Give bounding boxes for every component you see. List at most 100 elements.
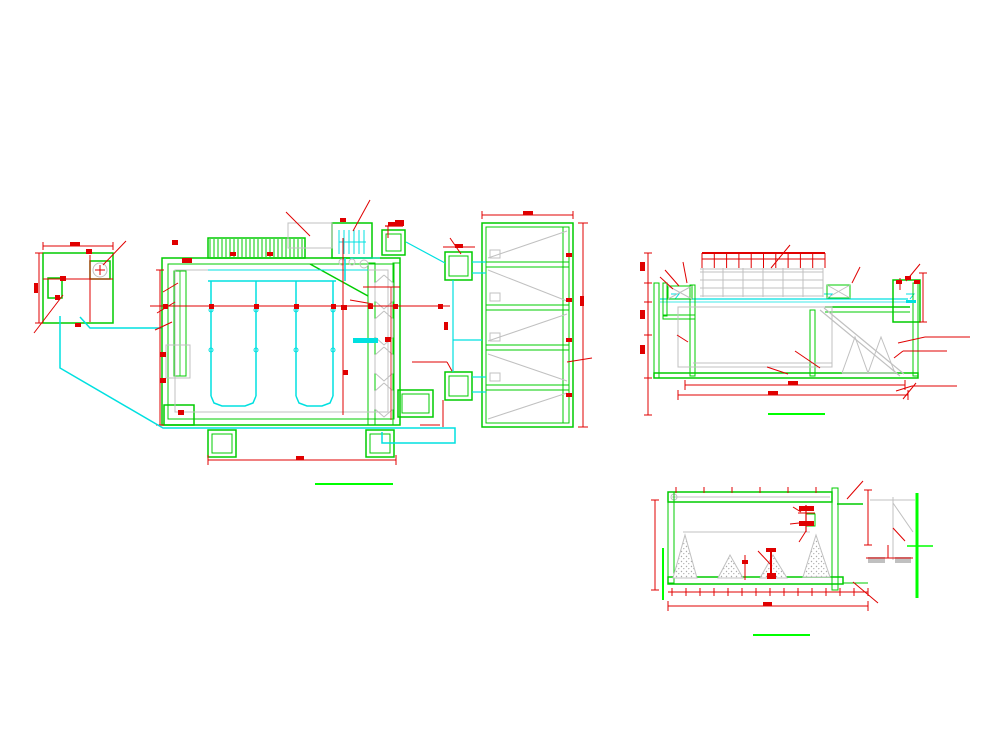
linework-line (892, 502, 914, 533)
tick-mark (523, 211, 533, 215)
linework-rect (163, 404, 195, 426)
linework-line (352, 199, 371, 232)
linework-rect (397, 389, 434, 418)
tick-mark (767, 573, 776, 579)
linework-polyline (374, 274, 394, 310)
tick-mark (640, 345, 645, 354)
linework-line (757, 550, 773, 567)
linework-rect (392, 262, 401, 426)
linework-rect (444, 371, 473, 401)
linework-circle (330, 347, 336, 353)
tick-mark (368, 304, 373, 309)
tick-mark (799, 521, 814, 526)
hatch-group (209, 239, 303, 257)
tick-mark (763, 602, 772, 606)
linework-line (33, 294, 64, 334)
linework-line (852, 581, 879, 604)
linework-line (487, 353, 568, 382)
tick-mark (640, 310, 645, 319)
tick-mark (640, 262, 645, 271)
linework-polyline (210, 395, 257, 407)
linework-rect (485, 384, 570, 391)
linework-rect (485, 261, 570, 268)
tick-mark (580, 296, 584, 306)
linework-line (826, 284, 851, 299)
linework-line (798, 530, 807, 543)
linework-rect (211, 433, 233, 454)
tick-mark (296, 456, 304, 460)
linework-rect (485, 226, 570, 424)
tick-mark (209, 304, 214, 309)
linework-polyline (867, 335, 896, 374)
tick-mark (55, 295, 60, 300)
tick-mark (86, 249, 92, 254)
linework-rect (653, 282, 660, 379)
section-view-a (640, 244, 970, 416)
linework-polyline (374, 310, 394, 346)
tick-mark (395, 220, 404, 226)
tick-mark (182, 258, 192, 263)
linework-rect (485, 344, 570, 351)
hatch-group (701, 253, 826, 268)
linework-polyline (374, 382, 394, 418)
linework-rect (448, 375, 469, 397)
tick-mark (294, 304, 299, 309)
tick-mark (331, 304, 336, 309)
section-view-b (651, 480, 933, 636)
linework-line (449, 237, 462, 255)
linework-line (566, 357, 593, 363)
linework-line (892, 527, 906, 542)
tick-mark (172, 240, 178, 245)
linework-line (794, 350, 821, 369)
linework-line (285, 211, 311, 237)
tick-mark (896, 280, 902, 284)
tick-mark (341, 305, 347, 310)
linework-rect (489, 332, 501, 342)
tick-mark (768, 391, 778, 395)
linework-line (446, 361, 453, 372)
tick-mark (163, 304, 168, 309)
linework-polyline (841, 335, 869, 374)
tick-mark (388, 222, 396, 226)
linework-line (162, 282, 179, 293)
tick-mark (566, 298, 572, 302)
linework-rect (165, 344, 191, 379)
tick-mark (230, 252, 236, 256)
linework-rect (826, 284, 851, 299)
linework-rect (287, 222, 333, 249)
tick-mark (178, 410, 184, 415)
linework-rect (667, 285, 693, 300)
linework-line (676, 334, 689, 343)
tick-mark (566, 338, 572, 342)
linework-polyline (906, 293, 916, 300)
hatch-group (675, 487, 817, 493)
linework-rect (481, 222, 574, 428)
tick-mark (895, 557, 911, 563)
linework-line (102, 240, 127, 266)
tick-mark (566, 393, 572, 397)
linework-line (893, 350, 904, 359)
tick-mark (455, 244, 463, 248)
linework-polyline (374, 346, 394, 382)
tick-mark (393, 304, 398, 309)
linework-line (851, 266, 861, 284)
tick-mark (340, 218, 346, 222)
linework-circle (293, 347, 299, 353)
tick-mark (160, 378, 166, 383)
tick-mark (799, 506, 814, 511)
linework-line (664, 269, 680, 287)
linework-rect (689, 284, 696, 377)
linework-line (766, 366, 789, 375)
tick-mark (75, 323, 81, 327)
linework-rect (667, 491, 675, 584)
linework-polyline (79, 316, 162, 329)
linework-circle (253, 347, 259, 353)
linework-circle (359, 259, 369, 269)
linework-rect (448, 255, 469, 277)
linework-line (659, 276, 674, 290)
linework-circle (208, 347, 214, 353)
linework-line (846, 480, 864, 500)
tick-mark (160, 352, 166, 357)
